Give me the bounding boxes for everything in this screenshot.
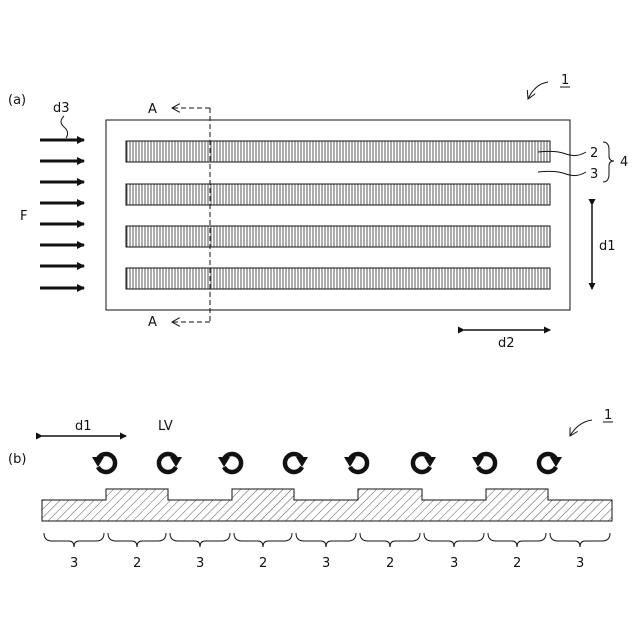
- d3-leader: [61, 116, 68, 138]
- segment-label: 3: [70, 556, 78, 571]
- segment-brace: [296, 533, 356, 547]
- flow-arrows: [40, 140, 84, 288]
- counterclockwise-vortex-icon: [344, 454, 367, 472]
- segment-label: 3: [196, 556, 204, 571]
- panel-b: (b) 1 d1 LV 3 2 3 2 3 2 3 2 3: [8, 408, 613, 571]
- section-marker-top: A: [148, 102, 157, 117]
- segment-label: 2: [386, 556, 394, 571]
- panel-b-label: (b): [8, 452, 26, 467]
- segment-brace: [170, 533, 230, 547]
- d2-label: d2: [498, 336, 515, 351]
- b-d1-label: d1: [75, 419, 92, 434]
- vortex-row: [92, 454, 562, 472]
- segment-label: 3: [322, 556, 330, 571]
- strip: [126, 226, 550, 247]
- segment-brace: [108, 533, 166, 547]
- segment-row: 3 2 3 2 3 2 3 2 3: [44, 533, 610, 571]
- d1-label: d1: [599, 239, 616, 254]
- cross-section-profile: [42, 489, 612, 521]
- segment-brace: [550, 533, 610, 547]
- segment-label: 2: [513, 556, 521, 571]
- strip: [126, 268, 550, 289]
- panel-a-ref-arrow: [528, 82, 548, 99]
- segment-label: 3: [450, 556, 458, 571]
- segment-label: 2: [133, 556, 141, 571]
- group-label: 4: [620, 155, 628, 170]
- strip: [126, 141, 550, 162]
- gap-label: 3: [590, 167, 598, 182]
- segment-brace: [44, 533, 104, 547]
- flow-label: F: [20, 209, 27, 224]
- segment-brace: [234, 533, 292, 547]
- counterclockwise-vortex-icon: [92, 454, 115, 472]
- segment-label: 3: [576, 556, 584, 571]
- segment-brace: [488, 533, 546, 547]
- segment-brace: [360, 533, 420, 547]
- counterclockwise-vortex-icon: [472, 454, 495, 472]
- counterclockwise-vortex-icon: [218, 454, 241, 472]
- clockwise-vortex-icon: [539, 454, 562, 472]
- section-marker-bottom: A: [148, 315, 157, 330]
- vortex-label: LV: [158, 419, 173, 434]
- strip-group: [126, 141, 550, 289]
- group-brace: [603, 142, 614, 182]
- clockwise-vortex-icon: [413, 454, 436, 472]
- clockwise-vortex-icon: [159, 454, 182, 472]
- segment-brace: [424, 533, 484, 547]
- panel-b-ref-arrow: [570, 420, 592, 436]
- panel-a-label: (a): [8, 93, 26, 108]
- strip: [126, 184, 550, 205]
- panel-b-ref-number: 1: [604, 408, 612, 423]
- clockwise-vortex-icon: [285, 454, 308, 472]
- segment-label: 2: [259, 556, 267, 571]
- strip-label: 2: [590, 146, 598, 161]
- d3-label: d3: [53, 101, 70, 116]
- panel-a-ref-number: 1: [561, 73, 569, 88]
- section-line-a-a: A A: [148, 102, 210, 330]
- gap-leader: [538, 171, 586, 175]
- panel-a: (a) 1 A A: [8, 73, 628, 351]
